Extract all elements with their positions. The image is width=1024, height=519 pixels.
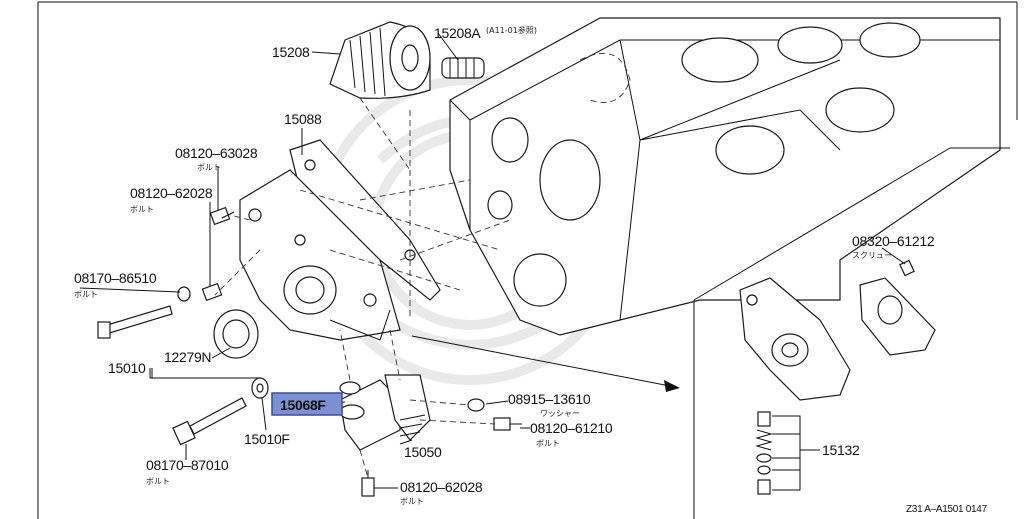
- washer-small: [177, 286, 191, 302]
- alignment-lines: [214, 97, 511, 479]
- label-15208A[interactable]: 15208A: [434, 25, 482, 41]
- label-08120-61210[interactable]: 08120–61210: [530, 420, 613, 436]
- bolt-08120-63028: [209, 206, 235, 226]
- inset-arrow: [411, 335, 680, 392]
- jp-bolt-4: ボルト: [146, 477, 170, 486]
- bolt-08120-62028-bottom: [361, 470, 375, 497]
- jp-bolt-2: ボルト: [130, 205, 154, 214]
- label-08120-62028-top[interactable]: 08120–62028: [130, 185, 213, 201]
- diagram-frame: [37, 1, 1018, 519]
- label-15050[interactable]: 15050: [404, 444, 442, 460]
- part-labels: 15208 15208A (A11-01参照) 15088 08120–6302…: [74, 25, 988, 515]
- footer-code: Z31 A–A1501 0147: [906, 504, 988, 515]
- bolt-08120-62028-top: [201, 282, 223, 302]
- inset-screw: [899, 259, 915, 277]
- label-08120-62028-bottom[interactable]: 08120–62028: [400, 479, 483, 495]
- label-08320-61212[interactable]: 08320–61212: [852, 233, 935, 249]
- jp-screw: スクリュー: [852, 251, 892, 260]
- washer-15010F: [251, 377, 269, 399]
- jp-bolt-1: ボルト: [197, 163, 221, 172]
- label-15010[interactable]: 15010: [108, 360, 146, 376]
- label-12279N[interactable]: 12279N: [164, 349, 212, 365]
- leader-15132-bracket: [772, 415, 820, 491]
- label-15132[interactable]: 15132: [822, 442, 860, 458]
- bolt-08170-87010: [172, 397, 247, 446]
- label-15010F[interactable]: 15010F: [244, 431, 290, 447]
- filter-stud: [441, 57, 485, 79]
- highlight-15068F[interactable]: [271, 392, 343, 416]
- inset-frame: [693, 147, 1010, 519]
- label-08170-86510[interactable]: 08170–86510: [74, 270, 157, 286]
- oil-seal: [213, 309, 259, 359]
- label-08120-63028[interactable]: 08120–63028: [175, 145, 258, 161]
- label-08915-13610[interactable]: 08915–13610: [508, 391, 591, 407]
- inset-pump-cover: [859, 277, 936, 356]
- label-15208[interactable]: 15208: [272, 44, 310, 60]
- bolt-08120-61210: [493, 417, 522, 431]
- label-15068F[interactable]: 15068F: [280, 397, 327, 413]
- washer-08915: [467, 398, 485, 412]
- jp-bolt-5: ボルト: [536, 439, 560, 448]
- oil-pump-body: [239, 169, 401, 341]
- engine-block: [449, 17, 1001, 336]
- jp-bolt-6: ボルト: [400, 497, 424, 506]
- label-15208A-note: (A11-01参照): [486, 25, 537, 35]
- label-15088[interactable]: 15088: [284, 111, 322, 127]
- oil-strainer: [339, 374, 431, 451]
- jp-bolt-3: ボルト: [74, 290, 98, 299]
- label-08170-87010[interactable]: 08170–87010: [146, 457, 229, 473]
- relief-valve-set: [755, 411, 773, 495]
- oil-filter: [329, 21, 431, 99]
- inset-oil-pump: [739, 277, 851, 401]
- bolt-08170-86510: [97, 305, 173, 339]
- leader-lines: [79, 32, 906, 489]
- jp-washer: ワッシャー: [540, 409, 580, 418]
